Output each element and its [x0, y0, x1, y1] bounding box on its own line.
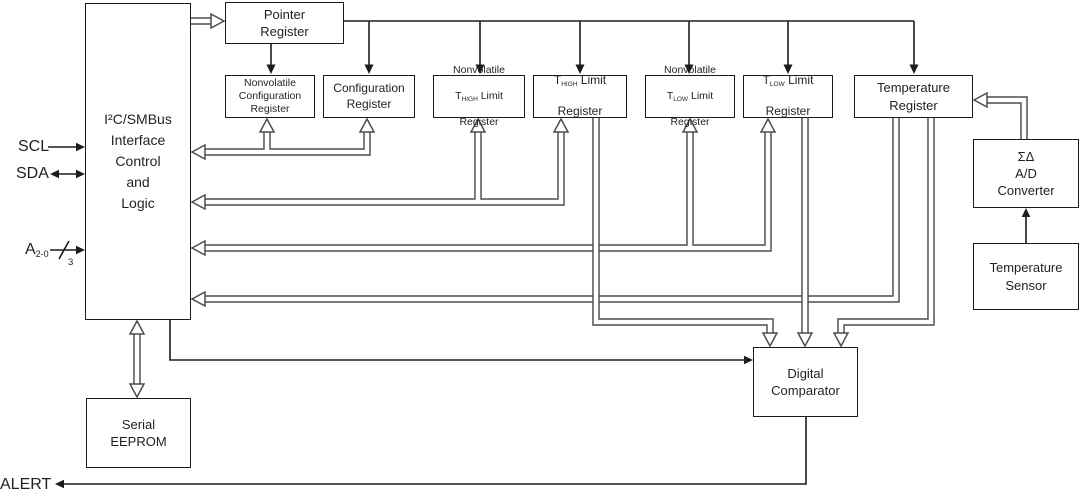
bus-tlow-registers: [190, 117, 777, 257]
pointer-to-nvconfig-arrow: [266, 44, 276, 74]
block-adc-converter: ΣΔ A/D Converter: [973, 139, 1079, 208]
block-thigh-register: THIGH Limit Register: [533, 73, 627, 118]
block-tlow-register: TLOW Limit Register: [743, 73, 833, 118]
pin-scl-arrow: [48, 142, 85, 152]
i2c-to-comparator-arrow: [169, 320, 753, 365]
block-config-register-label: Configuration Register: [333, 81, 405, 111]
block-temperature-sensor: Temperature Sensor: [973, 243, 1079, 310]
pointer-spine-arrows: [344, 20, 919, 74]
sensor-to-adc-arrow: [1021, 208, 1031, 243]
pin-sda-label: SDA: [16, 165, 49, 182]
block-nv-config-register-label: Nonvolatile Configuration Register: [238, 76, 302, 115]
block-nv-tlow-register: Nonvolatile TLOW Limit Register: [645, 64, 735, 128]
block-temperature-register-label: Temperature Register: [877, 80, 950, 113]
block-nv-thigh-register-label: Nonvolatile THIGH Limit Register: [453, 51, 505, 142]
bus-i2c-to-pointer: [191, 12, 226, 30]
block-serial-eeprom: Serial EEPROM: [86, 398, 191, 468]
nv-tlow-line1: Nonvolatile: [664, 63, 716, 76]
block-temperature-sensor-label: Temperature Sensor: [989, 260, 1063, 293]
bus-i2c-eeprom: [128, 319, 146, 399]
nv-tlow-line3: Register: [670, 116, 710, 129]
bus-thigh-registers: [190, 117, 570, 211]
nv-tlow-line2: TLOW Limit: [666, 90, 714, 103]
bus-thigh-to-comparator: [592, 118, 779, 348]
block-thigh-register-label: THIGH Limit Register: [554, 58, 606, 135]
block-tlow-register-label: TLOW Limit Register: [763, 58, 814, 135]
bus-tempreg-to-i2c: [190, 118, 900, 308]
block-i2c-interface-label: I²C/SMBus Interface Control and Logic: [104, 111, 172, 211]
block-nv-config-register: Nonvolatile Configuration Register: [225, 75, 315, 118]
block-temperature-register: Temperature Register: [854, 75, 973, 118]
comparator-to-alert-arrow: [55, 417, 807, 489]
block-config-register: Configuration Register: [323, 75, 415, 118]
block-nv-thigh-register: Nonvolatile THIGH Limit Register: [433, 64, 525, 128]
pin-sda-arrow: [50, 169, 85, 179]
pin-address-label: A2-0: [25, 241, 49, 259]
block-i2c-interface: I²C/SMBus Interface Control and Logic: [85, 3, 191, 320]
pin-alert-label: ALERT: [0, 476, 52, 493]
nv-thigh-line2: THIGH Limit: [455, 90, 503, 103]
bus-tempreg-to-comparator: [832, 118, 935, 348]
nv-thigh-line1: Nonvolatile: [453, 63, 505, 76]
nv-thigh-line3: Register: [459, 116, 499, 129]
block-pointer-register-label: Pointer Register: [260, 6, 309, 39]
pin-scl-label: SCL: [18, 138, 50, 155]
block-nv-tlow-register-label: Nonvolatile TLOW Limit Register: [664, 51, 716, 142]
thigh-line1: THIGH Limit: [553, 73, 607, 89]
bus-adc-to-tempreg: [972, 91, 1028, 139]
tlow-line1: TLOW Limit: [762, 73, 814, 89]
block-digital-comparator: Digital Comparator: [753, 347, 858, 417]
block-adc-converter-label: ΣΔ A/D Converter: [997, 148, 1055, 199]
thigh-line2: Register: [557, 104, 603, 119]
bus-config-registers: [190, 117, 376, 161]
block-pointer-register: Pointer Register: [225, 2, 344, 44]
pin-address-arrow: [50, 240, 85, 260]
tlow-line2: Register: [765, 104, 811, 119]
block-digital-comparator-label: Digital Comparator: [771, 365, 840, 398]
block-serial-eeprom-label: Serial EEPROM: [110, 416, 167, 449]
address-bus-width-label: 3: [68, 257, 74, 268]
bus-tlow-to-comparator: [796, 118, 814, 348]
